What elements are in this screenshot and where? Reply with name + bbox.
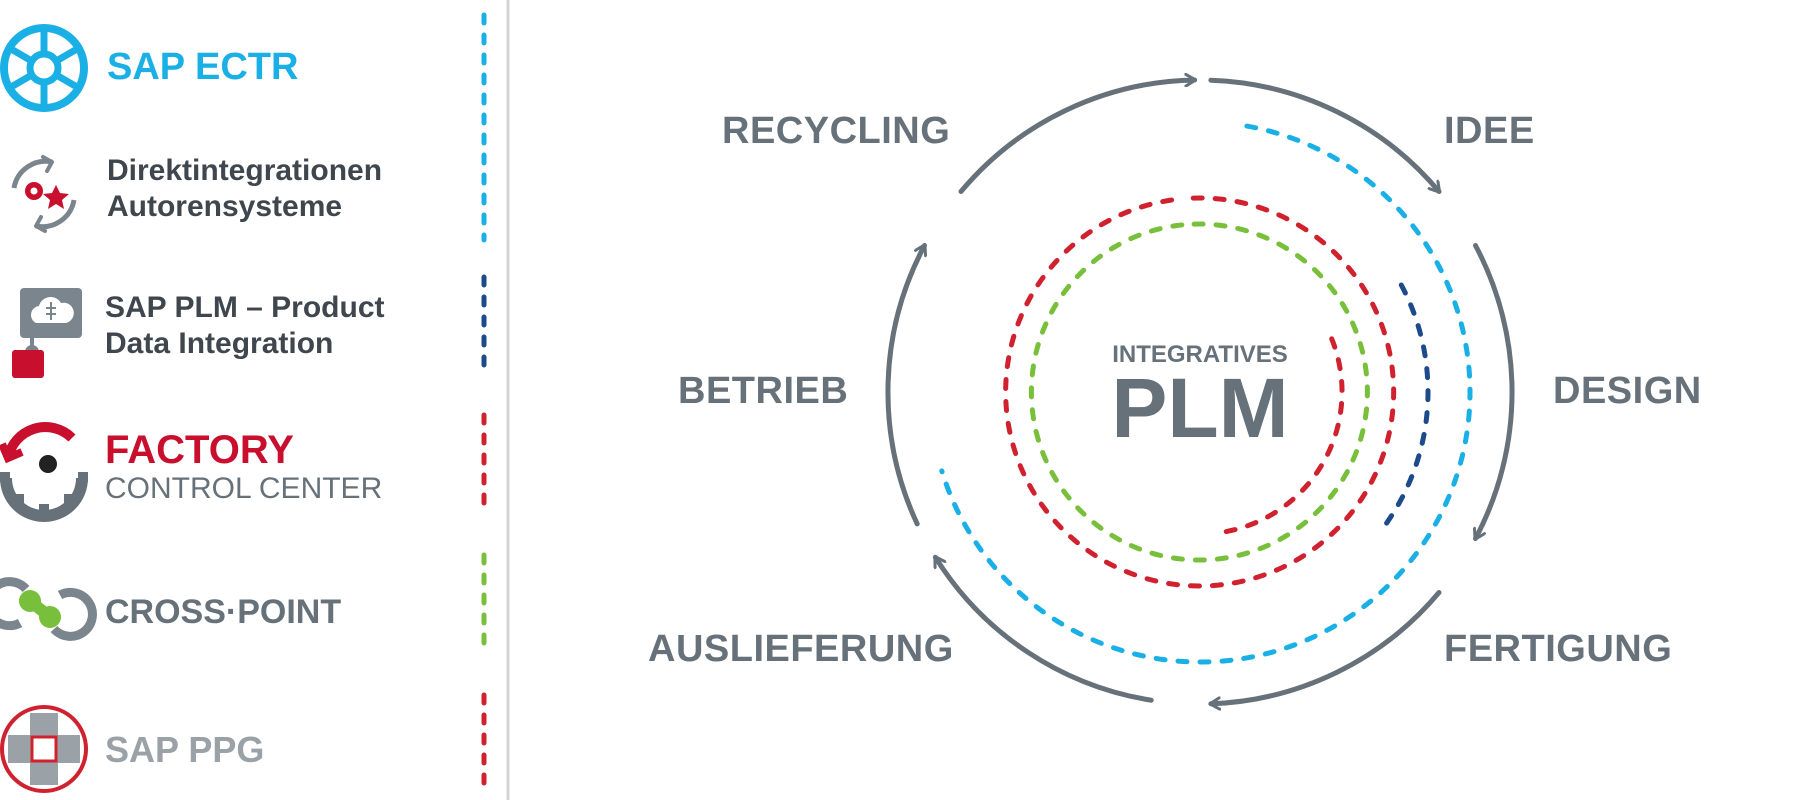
cloud-network-icon bbox=[12, 288, 82, 378]
gears-cycle-icon bbox=[11, 155, 77, 233]
legend-label-ectr: SAP ECTR bbox=[107, 46, 299, 88]
legend-label-direkt-line2: Autorensysteme bbox=[107, 190, 343, 223]
legend-label-pdi-line1: SAP PLM – Product bbox=[105, 291, 385, 324]
legend-label-pdi-line2: Data Integration bbox=[105, 327, 334, 360]
legend-label-fcc-line2: CONTROL CENTER bbox=[105, 472, 383, 505]
sap-ectr-wheel-icon bbox=[0, 24, 88, 112]
coverage-arc-navy bbox=[1377, 282, 1431, 535]
arrow-fertigung-auslieferung bbox=[1208, 590, 1442, 704]
factory-gear-icon bbox=[0, 422, 88, 522]
coverage-arc-blue bbox=[939, 123, 1473, 665]
stage-label-design: DESIGN bbox=[1553, 370, 1702, 412]
lifecycle-arrows bbox=[885, 77, 1515, 704]
stage-label-idee: IDEE bbox=[1444, 110, 1535, 152]
stage-label-auslieferung: AUSLIEFERUNG bbox=[648, 628, 954, 670]
cross-point-icon bbox=[0, 577, 97, 641]
coverage-arc-red-inner bbox=[1217, 336, 1345, 536]
coverage-arc-red bbox=[1003, 195, 1397, 589]
legend-label-fcc: FACTORY CONTROL CENTER bbox=[105, 428, 382, 505]
arrow-auslieferung-betrieb bbox=[932, 554, 1154, 703]
stage-label-recycling: RECYCLING bbox=[722, 110, 951, 152]
legend-label-pdi: SAP PLM – Product Data Integration bbox=[105, 290, 385, 362]
coverage-arc-green bbox=[1028, 221, 1370, 563]
center-small-label: INTEGRATIVES bbox=[1112, 341, 1288, 368]
legend-label-ppg: SAP PPG bbox=[105, 729, 265, 770]
legend-label-direkt-line1: Direktintegrationen bbox=[107, 154, 383, 187]
center-big-label: PLM bbox=[1111, 361, 1288, 455]
stage-label-fertigung: FERTIGUNG bbox=[1444, 628, 1673, 670]
legend-label-fcc-line1: FACTORY bbox=[105, 428, 294, 472]
coverage-arcs bbox=[939, 123, 1473, 665]
arrow-recycling-idee bbox=[958, 80, 1198, 194]
legend-label-cross: CROSS·POINT bbox=[105, 593, 342, 631]
arrow-design-fertigung bbox=[1476, 243, 1515, 541]
ppg-cross-icon bbox=[0, 705, 88, 793]
arrow-idee-design bbox=[1208, 77, 1442, 194]
stage-label-betrieb: BETRIEB bbox=[678, 370, 849, 412]
arrow-betrieb-recycling bbox=[885, 243, 925, 527]
legend-label-direkt: Direktintegrationen Autorensysteme bbox=[107, 153, 382, 225]
